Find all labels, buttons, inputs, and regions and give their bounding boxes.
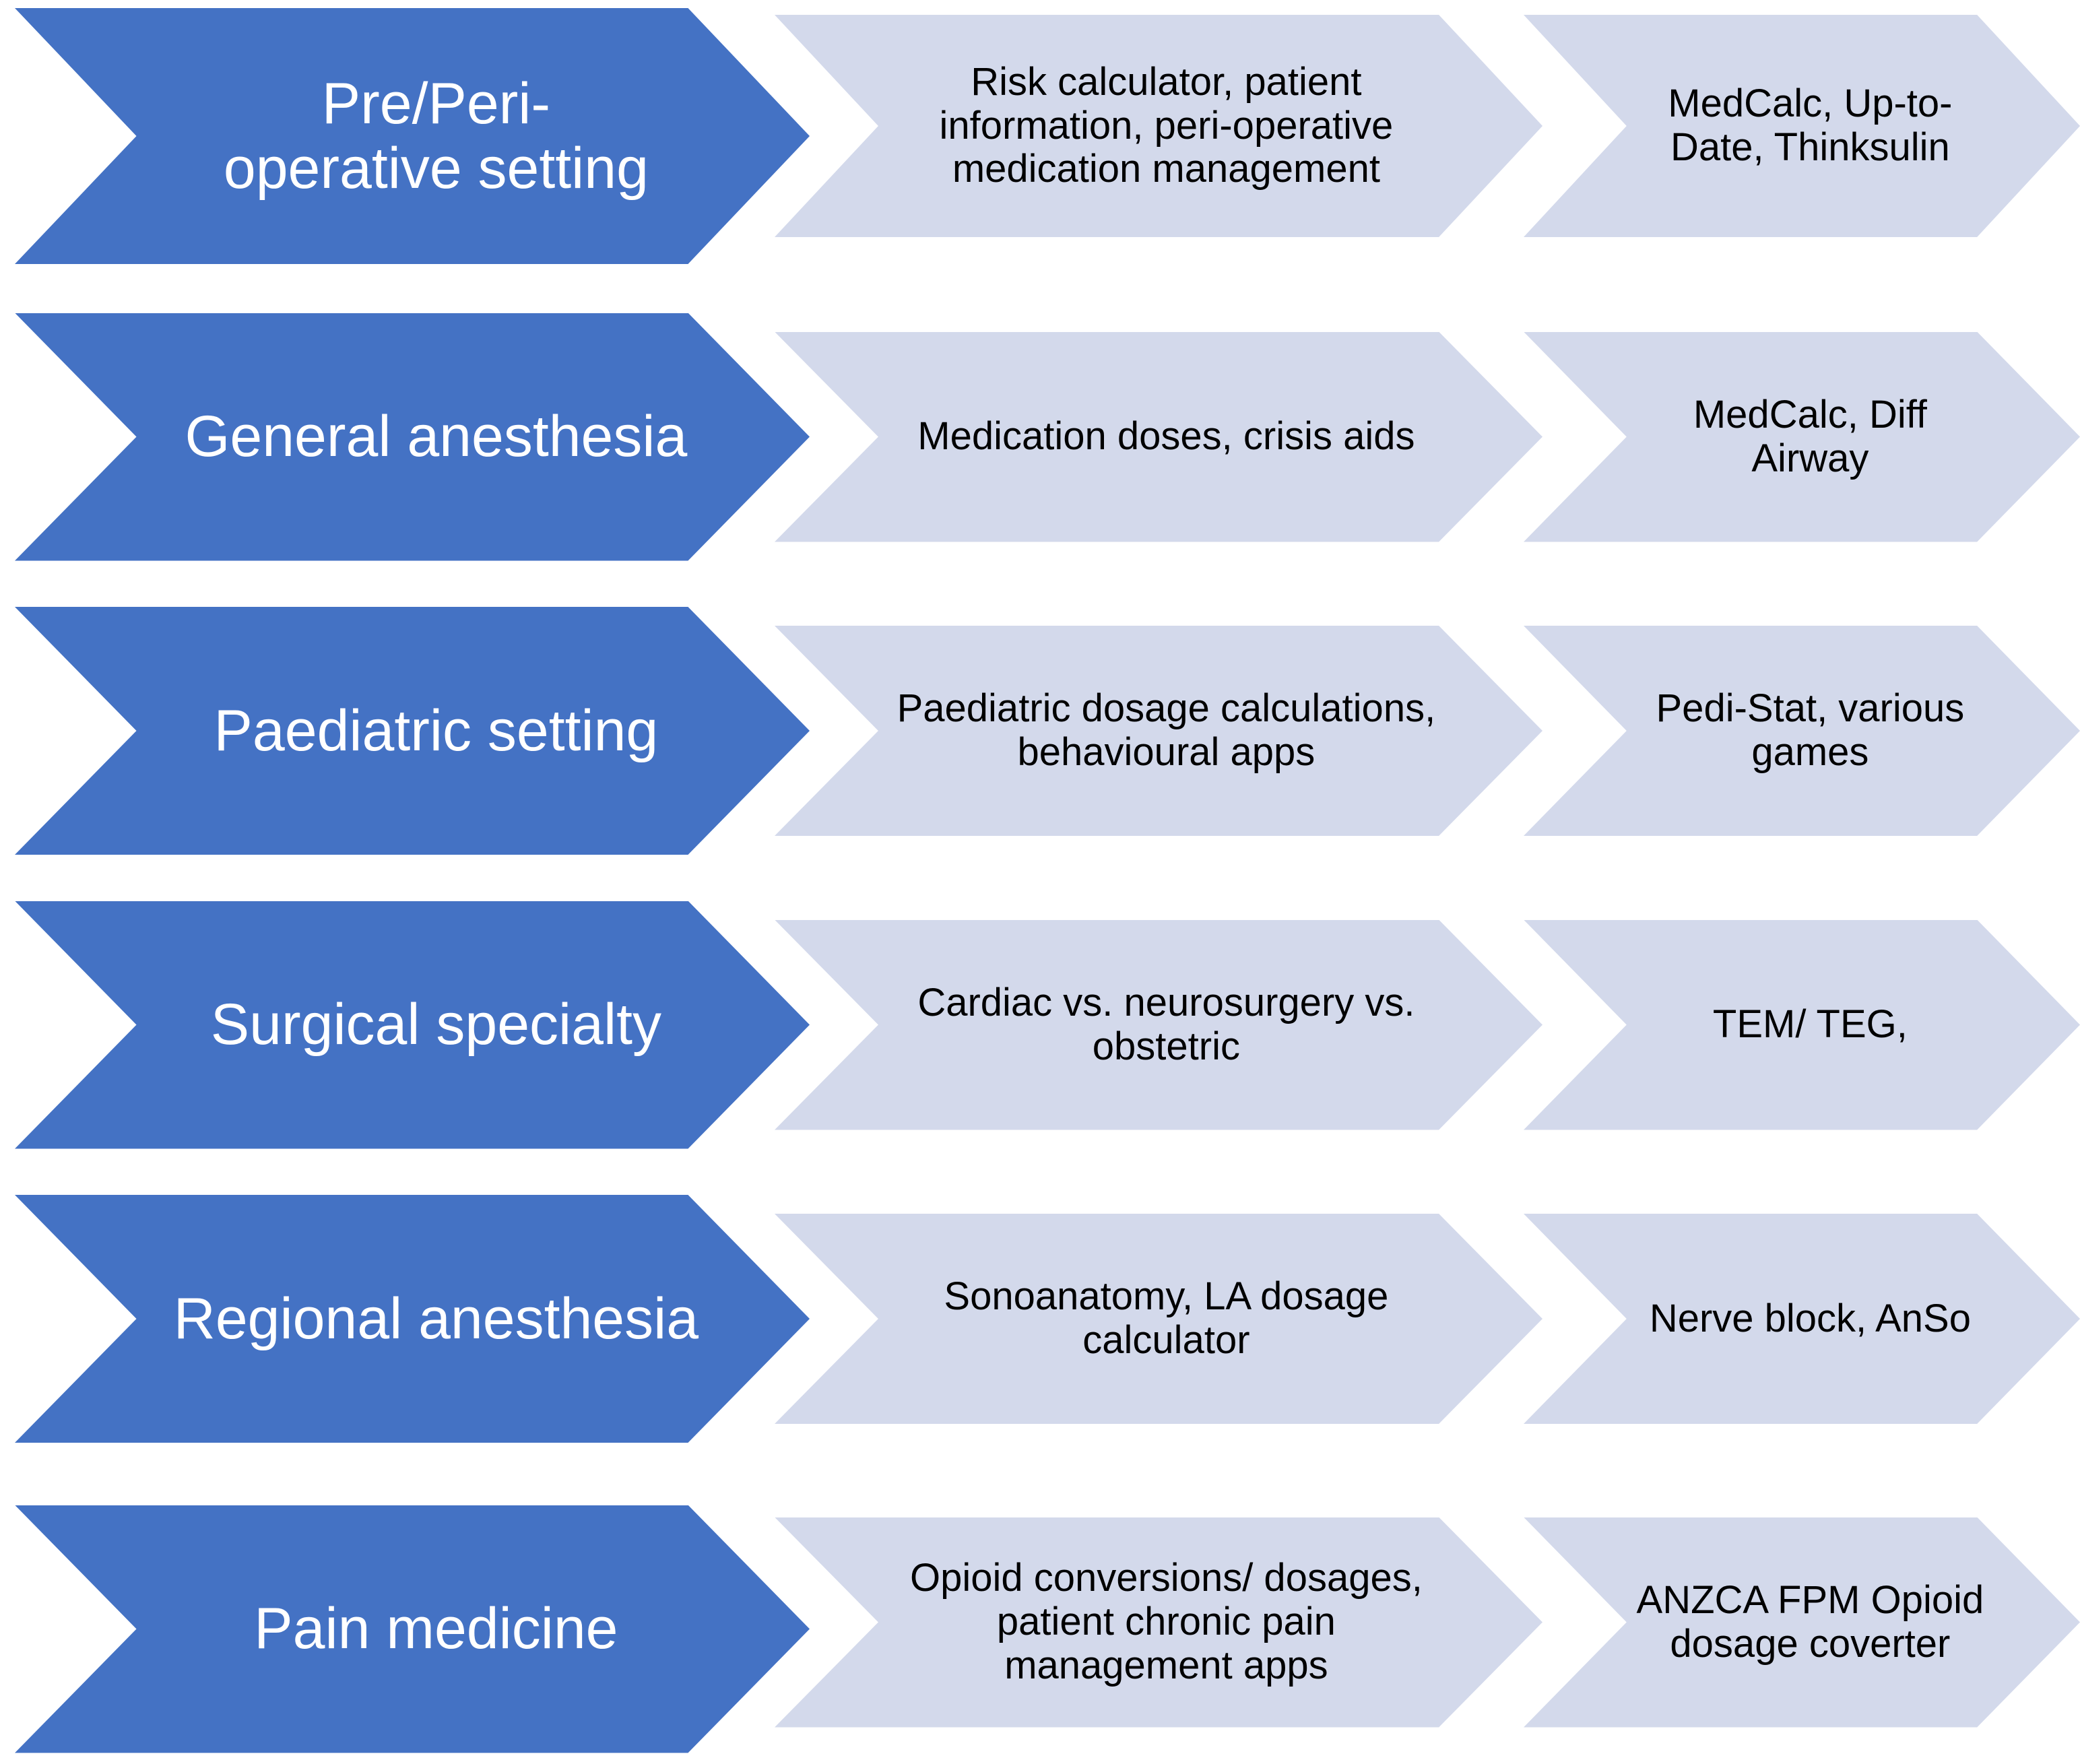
use-case-label: Cardiac vs. neurosurgery vs. obstetric xyxy=(917,980,1415,1068)
use-case-label: Medication doses, crisis aids xyxy=(917,414,1415,459)
use-case-label: Opioid conversions/ dosages, patient chr… xyxy=(909,1556,1423,1687)
diagram-row: General anesthesia Medication doses, cri… xyxy=(0,294,2080,589)
use-case-chevron: Sonoanatomy, LA dosage calculator xyxy=(775,1214,1542,1424)
stage-chevron: General anesthesia xyxy=(15,313,810,561)
diagram-row: Pre/Peri- operative setting Risk calcula… xyxy=(0,0,2080,294)
apps-label: MedCalc, Diff Airway xyxy=(1693,392,1927,480)
apps-label: TEM/ TEG, xyxy=(1712,1002,1908,1047)
apps-chevron: MedCalc, Up-to-Date, Thinksulin xyxy=(1524,15,2080,237)
apps-chevron: MedCalc, Diff Airway xyxy=(1524,331,2080,542)
stage-chevron: Regional anesthesia xyxy=(15,1195,810,1443)
stage-chevron: Paediatric setting xyxy=(15,607,810,855)
apps-chevron: ANZCA FPM Opioid dosage coverter xyxy=(1524,1517,2080,1728)
apps-label: Pedi-Stat, various games xyxy=(1656,686,1965,774)
stage-label: Paediatric setting xyxy=(214,698,659,763)
use-case-label: Risk calculator, patient information, pe… xyxy=(939,59,1394,191)
apps-label: ANZCA FPM Opioid dosage coverter xyxy=(1636,1577,1984,1666)
stage-label: Pain medicine xyxy=(254,1596,618,1662)
diagram-row: Regional anesthesia Sonoanatomy, LA dosa… xyxy=(0,1176,2080,1470)
use-case-chevron: Cardiac vs. neurosurgery vs. obstetric xyxy=(775,919,1542,1130)
stage-label: Pre/Peri- operative setting xyxy=(223,71,649,201)
stage-chevron: Pain medicine xyxy=(15,1505,810,1753)
stage-chevron: Pre/Peri- operative setting xyxy=(15,8,810,264)
use-case-label: Sonoanatomy, LA dosage calculator xyxy=(944,1274,1389,1362)
apps-chevron: TEM/ TEG, xyxy=(1524,919,2080,1130)
use-case-chevron: Risk calculator, patient information, pe… xyxy=(775,15,1542,237)
use-case-label: Paediatric dosage calculations, behaviou… xyxy=(897,686,1436,774)
stage-chevron: Surgical specialty xyxy=(15,901,810,1149)
apps-label: Nerve block, AnSo xyxy=(1649,1296,1971,1340)
apps-chevron: Pedi-Stat, various games xyxy=(1524,626,2080,836)
use-case-chevron: Medication doses, crisis aids xyxy=(775,331,1542,542)
diagram-row: Surgical specialty Cardiac vs. neurosurg… xyxy=(0,882,2080,1177)
apps-chevron: Nerve block, AnSo xyxy=(1524,1214,2080,1424)
use-case-chevron: Opioid conversions/ dosages, patient chr… xyxy=(775,1517,1542,1728)
stage-label: Regional anesthesia xyxy=(173,1286,699,1351)
stage-label: General anesthesia xyxy=(185,404,688,469)
diagram-row: Pain medicine Opioid conversions/ dosage… xyxy=(0,1470,2080,1764)
stage-label: Surgical specialty xyxy=(210,992,661,1057)
use-case-chevron: Paediatric dosage calculations, behaviou… xyxy=(775,626,1542,836)
diagram-row: Paediatric setting Paediatric dosage cal… xyxy=(0,588,2080,882)
apps-label: MedCalc, Up-to-Date, Thinksulin xyxy=(1668,81,1953,169)
